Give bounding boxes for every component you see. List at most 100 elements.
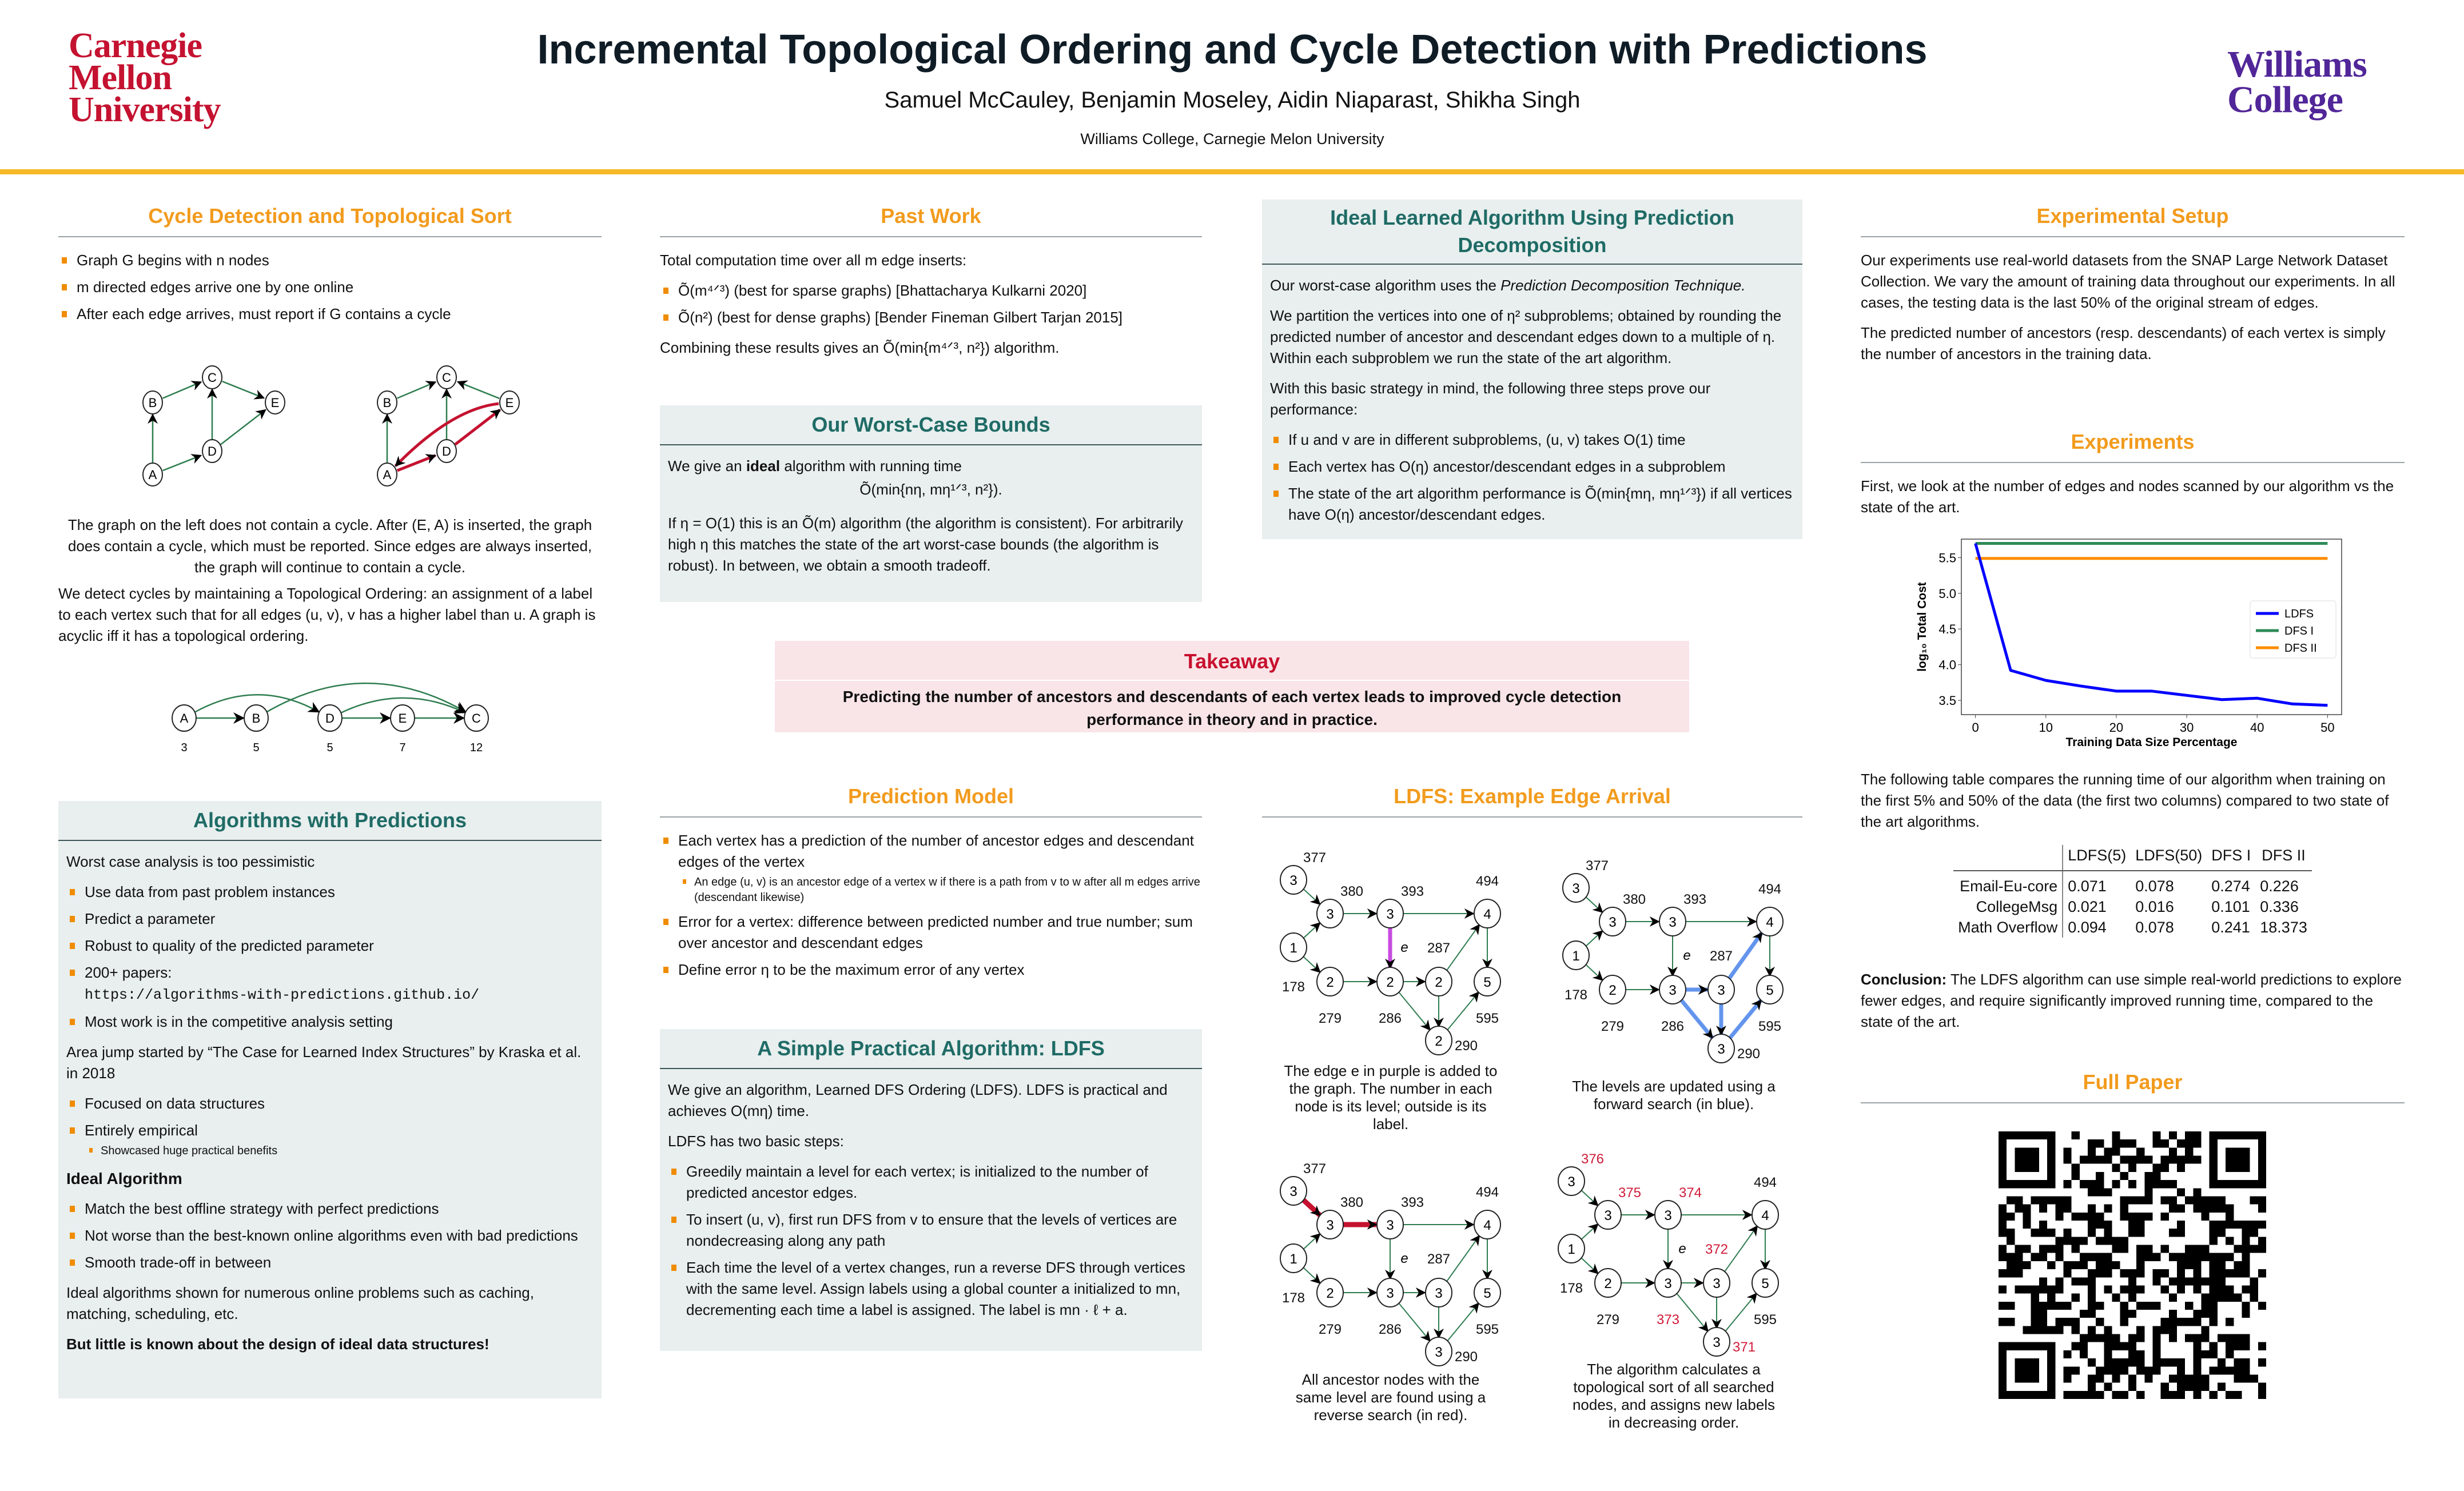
graph-edge bbox=[162, 381, 202, 399]
graph-node: 2 bbox=[1425, 1026, 1452, 1055]
node-level: 3 bbox=[1386, 1286, 1394, 1301]
y-tick-label: 5.0 bbox=[1938, 587, 1956, 601]
series-line-ldfs bbox=[1974, 543, 2328, 707]
graph-edge bbox=[1679, 998, 1714, 1039]
graph-node: 3 bbox=[1562, 873, 1590, 903]
graph-node: 3 bbox=[1376, 1278, 1404, 1307]
logo-text: College bbox=[2227, 79, 2343, 121]
table-header: LDFS(5) bbox=[2063, 845, 2131, 871]
order-label: 12 bbox=[470, 741, 483, 754]
graph-node: 3 bbox=[1594, 1200, 1622, 1230]
legend-label: LDFS bbox=[2284, 608, 2314, 620]
node-label: D bbox=[325, 711, 335, 725]
node-level: 3 bbox=[1717, 1042, 1725, 1057]
experimental-setup-section: Experimental Setup Our experiments use r… bbox=[1861, 203, 2405, 374]
node-level: 3 bbox=[1604, 1208, 1611, 1223]
node-label: D bbox=[208, 444, 217, 459]
logo-text: Williams bbox=[2227, 43, 2367, 85]
node-label: 287 bbox=[1427, 1251, 1450, 1267]
graph-node: 2 bbox=[1594, 1268, 1622, 1298]
takeaway-title: Takeaway bbox=[775, 641, 1689, 681]
node-level: 2 bbox=[1386, 975, 1394, 990]
graph-node: 1 bbox=[1558, 1234, 1585, 1263]
table-row: CollegeMsg 0.021 0.016 0.101 0.336 bbox=[1953, 896, 2312, 917]
list-item: Each time the level of a vertex changes,… bbox=[671, 1257, 1194, 1321]
graph-node: E bbox=[265, 390, 285, 414]
bounds-intro: We give an ideal algorithm with running … bbox=[668, 456, 1194, 477]
graph-node: 3 bbox=[1599, 907, 1626, 936]
node-level: 1 bbox=[1572, 948, 1579, 964]
full-paper-qr-code[interactable] bbox=[1999, 1131, 2266, 1399]
table-cell: 0.101 bbox=[2211, 898, 2250, 915]
graph-node: 3 bbox=[1703, 1327, 1730, 1357]
text: algorithm with running time bbox=[784, 457, 962, 475]
node-label: 279 bbox=[1319, 1322, 1342, 1337]
graph-node: 3 bbox=[1707, 1034, 1735, 1063]
node-level: 5 bbox=[1483, 1286, 1491, 1301]
results-table: LDFS(5) LDFS(50) DFS I DFS II Email-Eu-c… bbox=[1953, 845, 2312, 938]
graph-node: 1 bbox=[1562, 940, 1590, 970]
node-label: 290 bbox=[1455, 1349, 1478, 1365]
dataset-name: Math Overflow bbox=[1953, 917, 2064, 938]
order-label: 3 bbox=[181, 741, 187, 754]
graph-edge bbox=[1303, 1267, 1321, 1284]
table-cell: 0.226 bbox=[2260, 878, 2299, 895]
node-label: B bbox=[383, 396, 392, 410]
graph-edge bbox=[220, 409, 266, 445]
graph-edge bbox=[1303, 1233, 1321, 1250]
bullet-list: Õ(m⁴ᐟ³) (best for sparse graphs) [Bhatta… bbox=[660, 280, 1202, 328]
node-level: 2 bbox=[1326, 975, 1333, 990]
node-label: 178 bbox=[1565, 987, 1587, 1003]
box-heading: A Simple Practical Algorithm: LDFS bbox=[660, 1029, 1202, 1069]
list-item: If u and v are in different subproblems,… bbox=[1273, 429, 1794, 451]
williams-logo: Williams College bbox=[2227, 43, 2367, 121]
graph-edge bbox=[340, 697, 466, 714]
ldfs-algorithm-box: A Simple Practical Algorithm: LDFS We gi… bbox=[660, 1029, 1202, 1351]
section-heading: LDFS: Example Edge Arrival bbox=[1262, 783, 1802, 818]
node-label: 287 bbox=[1427, 940, 1450, 956]
graph-node: A bbox=[172, 704, 197, 732]
list-item: m directed edges arrive one by one onlin… bbox=[62, 277, 602, 298]
node-level: 4 bbox=[1483, 907, 1491, 922]
graph-node: 2 bbox=[1316, 967, 1344, 996]
graph-node: C bbox=[436, 365, 457, 389]
list-item: Õ(n²) (best for dense graphs) [Bender Fi… bbox=[663, 307, 1202, 328]
full-paper-section: Full Paper bbox=[1861, 1069, 2405, 1116]
node-level: 3 bbox=[1435, 1286, 1442, 1301]
bullet-list: Greedily maintain a level for each verte… bbox=[668, 1161, 1194, 1321]
prediction-model-section: Prediction Model Each vertex has a predi… bbox=[660, 783, 1202, 990]
conclusion-text: The LDFS algorithm can use simple real-w… bbox=[1861, 971, 2402, 1030]
graph-edge bbox=[1581, 1223, 1599, 1241]
graph-node: 2 bbox=[1316, 1278, 1344, 1307]
text-italic: Prediction Decomposition Technique. bbox=[1500, 277, 1746, 294]
node-label: A bbox=[180, 711, 189, 725]
bullet-list: Graph G begins with n nodes m directed e… bbox=[58, 250, 602, 325]
list-item: Most work is in the competitive analysis… bbox=[70, 1011, 594, 1032]
table-intro: The following table compares the running… bbox=[1861, 771, 2389, 830]
node-level: 3 bbox=[1289, 873, 1297, 888]
node-label: 393 bbox=[1683, 892, 1706, 907]
graph-node: 4 bbox=[1474, 899, 1501, 928]
node-label: 375 bbox=[1618, 1185, 1641, 1201]
graph-edge bbox=[1303, 956, 1321, 973]
list-item: The state of the art algorithm performan… bbox=[1273, 483, 1794, 525]
node-level: 3 bbox=[1664, 1208, 1671, 1223]
list-item: Define error η to be the maximum error o… bbox=[663, 959, 1202, 980]
graph-edge bbox=[1585, 964, 1603, 981]
x-tick-label: 20 bbox=[2109, 720, 2123, 735]
graph-node: D bbox=[317, 704, 343, 732]
graph-node: 3 bbox=[1558, 1166, 1585, 1196]
papers-link[interactable]: https://algorithms-with-predictions.gith… bbox=[85, 987, 480, 1003]
graph-node: 3 bbox=[1425, 1337, 1452, 1366]
node-level: 2 bbox=[1435, 975, 1442, 990]
list-item: Not worse than the best-known online alg… bbox=[70, 1225, 594, 1246]
x-tick-label: 10 bbox=[2039, 720, 2053, 735]
node-label: 286 bbox=[1379, 1322, 1402, 1337]
table-cell: 0.336 bbox=[2260, 898, 2299, 915]
node-label: 380 bbox=[1623, 892, 1646, 907]
table-cell: 0.094 bbox=[2068, 919, 2107, 936]
y-axis-label: log₁₀ Total Cost bbox=[1916, 582, 1929, 672]
node-label: C bbox=[442, 370, 451, 385]
graph-edge bbox=[1724, 1293, 1757, 1332]
